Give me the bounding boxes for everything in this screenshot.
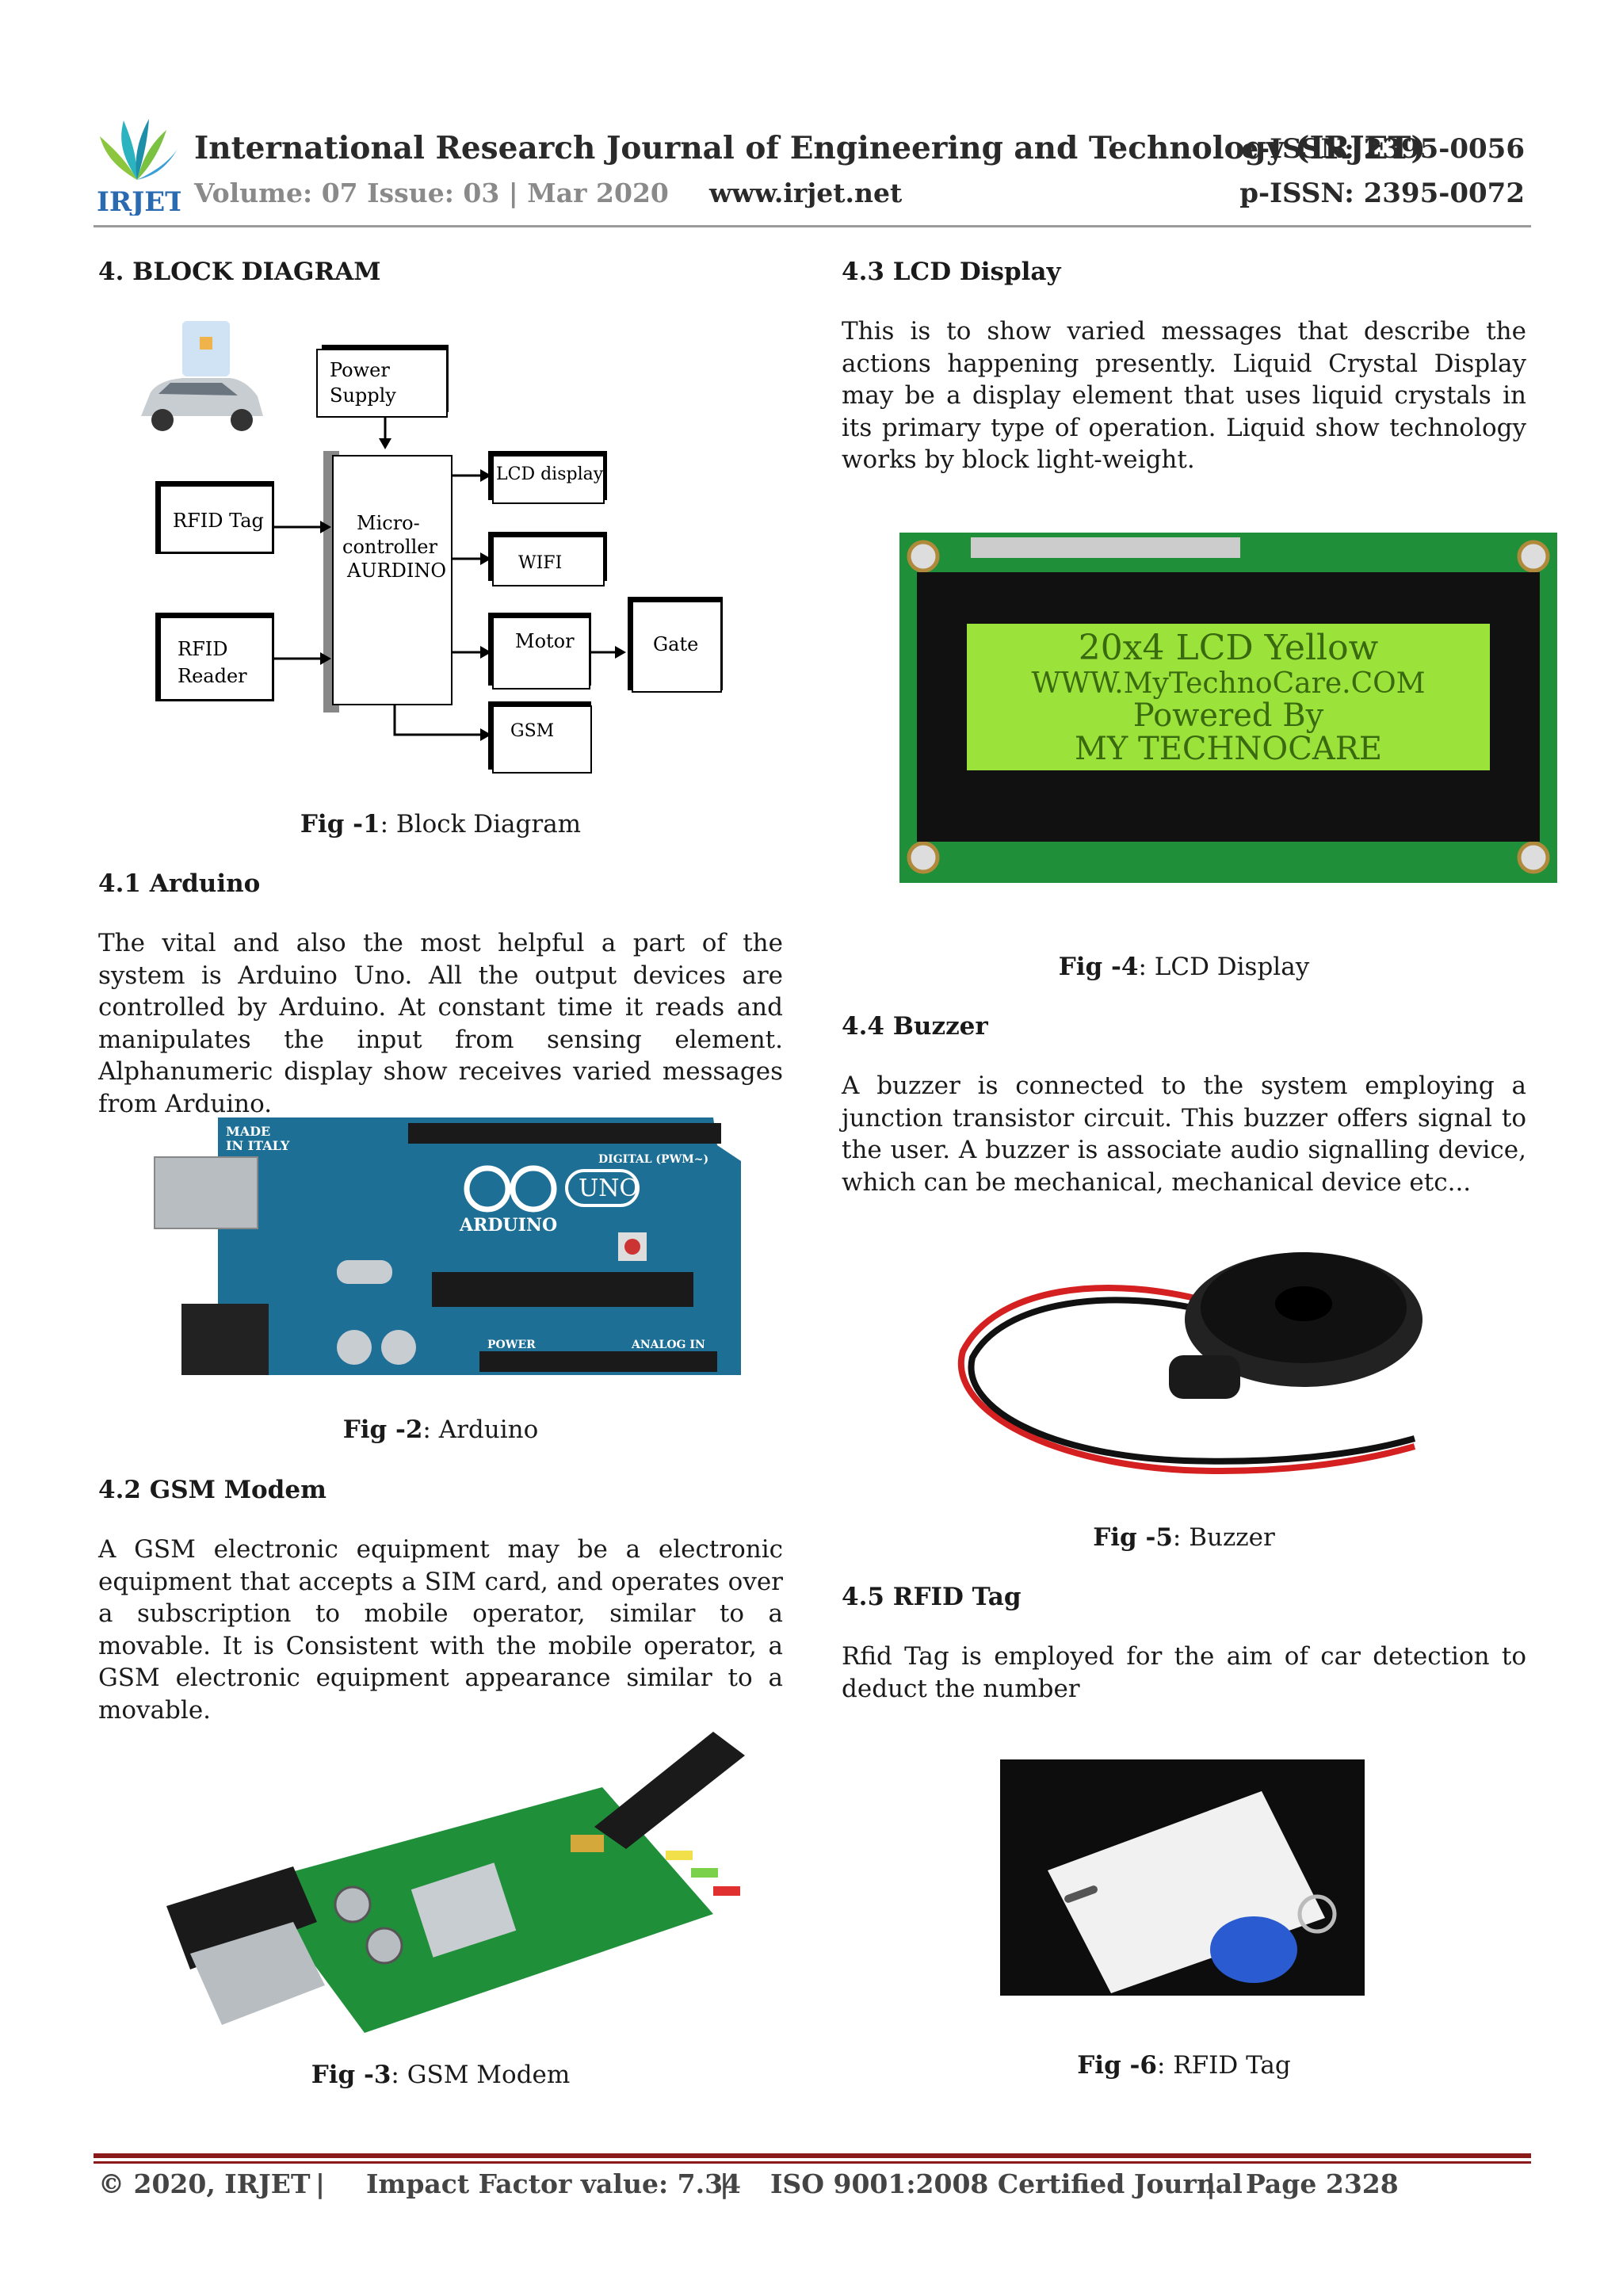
block-diagram: Power Supply Micro- controller AURDINO R… <box>141 321 723 774</box>
logo-text: IRJET <box>97 186 181 216</box>
gsm-box: GSM <box>488 701 592 774</box>
rfid-reader-label-2: Reader <box>178 665 247 687</box>
section-heading-buzzer: 4.4 Buzzer <box>842 1012 988 1041</box>
lcd-line-1: 20x4 LCD Yellow <box>1079 628 1379 668</box>
arduino-board-image: UNO ARDUINO MADE IN ITALY DIGITAL (PWM~)… <box>154 1117 741 1375</box>
footer-separator: | <box>315 2168 326 2199</box>
logo-leaves-icon <box>100 119 178 180</box>
section-heading-lcd: 4.3 LCD Display <box>842 258 1061 286</box>
figure-caption-3: Fig -3: GSM Modem <box>311 2061 571 2089</box>
footer-page-number: Page 2328 <box>1246 2168 1399 2199</box>
journal-title: International Research Journal of Engine… <box>194 130 1426 166</box>
figure-caption-1: Fig -1: Block Diagram <box>300 810 582 839</box>
lcd-line-4: MY TECHNOCARE <box>1075 731 1382 767</box>
volume-issue: Volume: 07 Issue: 03 | Mar 2020 <box>194 178 669 208</box>
section-heading-arduino: 4.1 Arduino <box>98 869 261 898</box>
gate-box: Gate <box>628 597 723 693</box>
wifi-label: WIFI <box>518 553 562 573</box>
footer-separator: | <box>1206 2168 1216 2199</box>
rfid-tag-label: RFID Tag <box>173 510 264 532</box>
micro-label-1: Micro- <box>357 512 420 534</box>
paragraph-lcd: This is to show varied messages that des… <box>842 317 1526 474</box>
lcd-label: LCD display <box>496 464 604 484</box>
board-made-label: MADE <box>226 1124 270 1139</box>
footer-rule-top <box>94 2153 1531 2158</box>
microcontroller-box: Micro- controller AURDINO <box>323 451 453 712</box>
section-heading-block-diagram: 4. BLOCK DIAGRAM <box>98 258 381 286</box>
gsm-label: GSM <box>510 721 554 741</box>
power-label: Power <box>330 359 390 381</box>
micro-label-3: AURDINO <box>346 560 446 582</box>
motor-label: Motor <box>515 630 575 652</box>
wifi-box: WIFI <box>488 532 607 586</box>
micro-label-2: controller <box>342 536 437 558</box>
board-digital-label: DIGITAL (PWM~) <box>598 1153 708 1166</box>
footer-rule-bottom <box>94 2161 1531 2164</box>
board-italy-label: IN ITALY <box>226 1138 290 1153</box>
figure-caption-2: Fig -2: Arduino <box>342 1415 539 1444</box>
eissn: e-ISSN: 2395-0056 <box>1241 133 1525 165</box>
pissn: p-ISSN: 2395-0072 <box>1239 178 1525 209</box>
irjet-logo: IRJET <box>97 119 181 216</box>
supply-label: Supply <box>330 384 396 407</box>
journal-url[interactable]: www.irjet.net <box>709 178 903 208</box>
header-divider <box>94 225 1531 227</box>
footer-iso: ISO 9001:2008 Certified Journal <box>770 2168 1243 2199</box>
figure-caption-4: Fig -4: LCD Display <box>1058 953 1310 981</box>
lcd-display-box: LCD display <box>488 451 607 504</box>
lcd-module-image: 20x4 LCD Yellow WWW.MyTechnoCare.COM Pow… <box>899 533 1557 883</box>
figure-caption-6: Fig -6: RFID Tag <box>1077 2051 1291 2080</box>
paragraph-rfid-tag: Rfid Tag is employed for the aim of car … <box>842 1642 1526 1703</box>
power-supply-box: Power Supply <box>316 345 449 418</box>
footer-impact-factor: Impact Factor value: 7.34 <box>366 2168 741 2199</box>
footer-separator: | <box>720 2168 730 2199</box>
board-uno-label: UNO <box>579 1175 639 1202</box>
paragraph-gsm: A GSM electronic equipment may be a elec… <box>98 1535 783 1725</box>
motor-box: Motor <box>488 613 591 690</box>
car-icon <box>141 321 263 431</box>
lcd-line-3: Powered By <box>1133 697 1324 734</box>
rfid-reader-label-1: RFID <box>178 638 227 660</box>
paragraph-buzzer: A buzzer is connected to the system empl… <box>842 1072 1526 1197</box>
buzzer-image <box>958 1252 1423 1474</box>
lcd-line-2: WWW.MyTechnoCare.COM <box>1032 667 1426 700</box>
paragraph-arduino: The vital and also the most helpful a pa… <box>98 929 783 1118</box>
rfid-tag-box: RFID Tag <box>155 481 274 554</box>
gate-label: Gate <box>653 633 698 655</box>
footer-copyright: © 2020, IRJET <box>98 2168 311 2199</box>
gsm-modem-image <box>166 1732 745 2033</box>
section-heading-gsm: 4.2 GSM Modem <box>98 1476 327 1504</box>
board-analog-label: ANALOG IN <box>631 1339 705 1351</box>
rfid-reader-box: RFID Reader <box>155 613 274 701</box>
rfid-tag-image <box>1000 1759 1365 1996</box>
board-power-label: POWER <box>487 1339 536 1351</box>
figure-caption-5: Fig -5: Buzzer <box>1093 1523 1275 1552</box>
section-heading-rfid-tag: 4.5 RFID Tag <box>842 1583 1022 1611</box>
board-brand-label: ARDUINO <box>459 1215 557 1236</box>
